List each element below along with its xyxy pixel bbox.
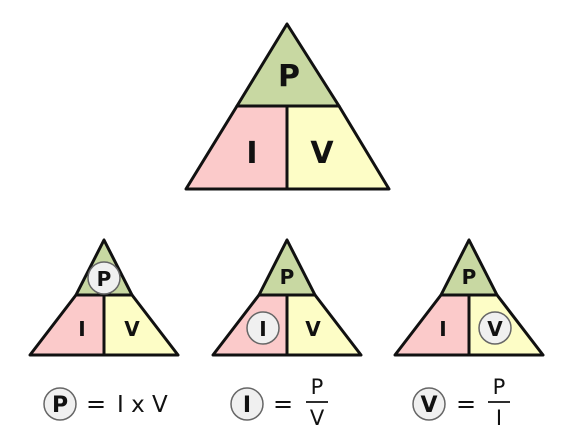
small1-p-label: P bbox=[97, 267, 112, 291]
small1-v-label: V bbox=[124, 317, 140, 341]
small-triangle-current: P I V bbox=[211, 238, 363, 357]
main-i-section bbox=[184, 104, 289, 191]
formula-voltage-equals: = bbox=[456, 390, 476, 418]
small2-p-label: P bbox=[280, 265, 295, 289]
main-v-label: V bbox=[310, 136, 334, 171]
formula-voltage-numerator: P bbox=[493, 375, 506, 399]
small1-highlight-circle bbox=[87, 261, 121, 295]
small-triangle-voltage: P I V bbox=[393, 238, 545, 357]
small3-v-label: V bbox=[487, 317, 503, 341]
formula-power-expression: I x V bbox=[117, 392, 168, 418]
main-i-label: I bbox=[246, 136, 257, 171]
small3-p-label: P bbox=[462, 265, 477, 289]
main-v-section bbox=[285, 104, 391, 191]
small1-v-section bbox=[102, 293, 180, 357]
main-triangle: P I V bbox=[184, 22, 391, 191]
small2-v-label: V bbox=[305, 317, 321, 341]
formula-current-equals: = bbox=[273, 390, 293, 418]
small2-i-label: I bbox=[259, 317, 266, 341]
small3-highlight-circle bbox=[478, 311, 512, 345]
small1-i-section bbox=[28, 293, 106, 357]
main-p-label: P bbox=[278, 59, 300, 94]
small1-i-label: I bbox=[78, 317, 85, 341]
formula-current: I = P V bbox=[230, 375, 328, 430]
formula-current-subject-circle bbox=[230, 387, 264, 421]
small2-highlight-circle bbox=[246, 311, 280, 345]
formula-current-denominator: V bbox=[310, 406, 325, 430]
small3-i-label: I bbox=[439, 317, 446, 341]
formula-power-subject: P bbox=[52, 393, 68, 418]
formula-voltage-subject: V bbox=[420, 393, 437, 418]
small3-i-section bbox=[393, 293, 471, 357]
formula-voltage: V = P I bbox=[412, 375, 510, 430]
formula-voltage-subject-circle bbox=[412, 387, 446, 421]
formula-power-equals: = bbox=[86, 390, 106, 418]
formula-power: P = I x V bbox=[43, 387, 168, 421]
formula-power-subject-circle bbox=[43, 387, 77, 421]
small-triangle-power: P I V bbox=[28, 238, 180, 357]
small2-v-section bbox=[285, 293, 363, 357]
formula-current-subject: I bbox=[243, 393, 251, 418]
formula-voltage-denominator: I bbox=[496, 406, 502, 430]
formula-current-numerator: P bbox=[311, 375, 324, 399]
